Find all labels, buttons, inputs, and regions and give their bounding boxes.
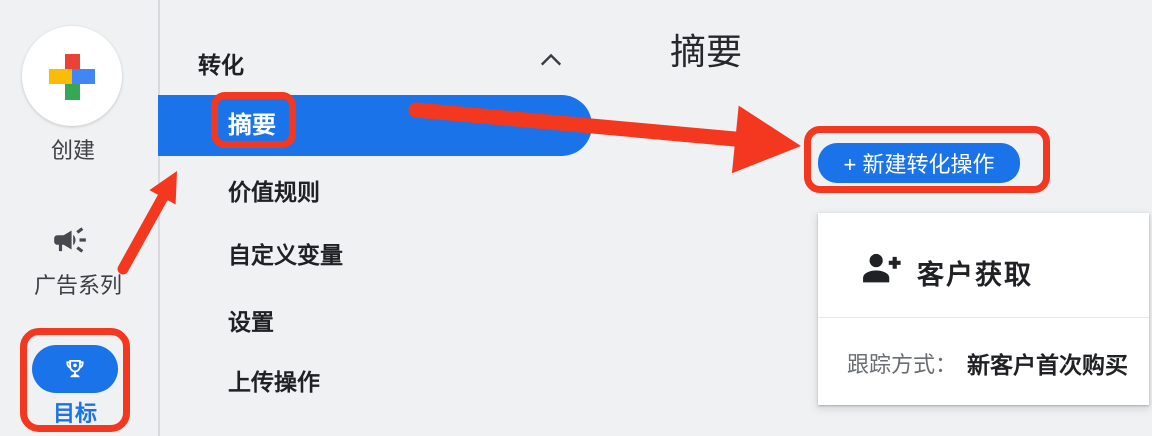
annotation-arrow-to-summary xyxy=(117,171,177,275)
submenu-item-label: 摘要 xyxy=(228,112,276,139)
goals-label: 目标 xyxy=(52,401,97,426)
new-conversion-action-button[interactable]: + 新建转化操作 xyxy=(818,143,1020,183)
submenu-item-settings[interactable]: 设置 xyxy=(228,309,274,335)
trophy-icon xyxy=(66,359,84,378)
goals-button[interactable] xyxy=(32,345,118,393)
submenu-item-custom-variables[interactable]: 自定义变量 xyxy=(228,242,343,268)
create-label: 创建 xyxy=(50,138,95,163)
rail-divider xyxy=(158,0,160,436)
google-plus-icon xyxy=(71,68,95,84)
tracking-method-value: 新客户首次购买 xyxy=(967,352,1128,378)
customer-acquisition-card: 客户获取 跟踪方式： 新客户首次购买 xyxy=(818,213,1149,405)
card-divider xyxy=(818,317,1149,318)
google-plus-icon xyxy=(49,68,73,84)
chevron-up-icon xyxy=(540,53,562,66)
campaigns-button[interactable] xyxy=(51,221,89,264)
person-add-icon xyxy=(863,253,901,283)
card-title: 客户获取 xyxy=(917,260,1033,290)
megaphone-icon xyxy=(54,227,86,253)
submenu-item-upload-actions[interactable]: 上传操作 xyxy=(228,369,320,395)
submenu-item-summary-selected[interactable]: 摘要 xyxy=(158,95,592,156)
page-title: 摘要 xyxy=(670,31,743,72)
submenu-section-conversions: 转化 xyxy=(198,52,244,78)
create-button[interactable] xyxy=(22,26,122,126)
submenu-item-value-rules[interactable]: 价值规则 xyxy=(228,179,320,205)
campaigns-label: 广告系列 xyxy=(33,273,122,298)
tracking-method-label: 跟踪方式： xyxy=(847,352,958,377)
collapse-section-control[interactable] xyxy=(539,51,563,74)
